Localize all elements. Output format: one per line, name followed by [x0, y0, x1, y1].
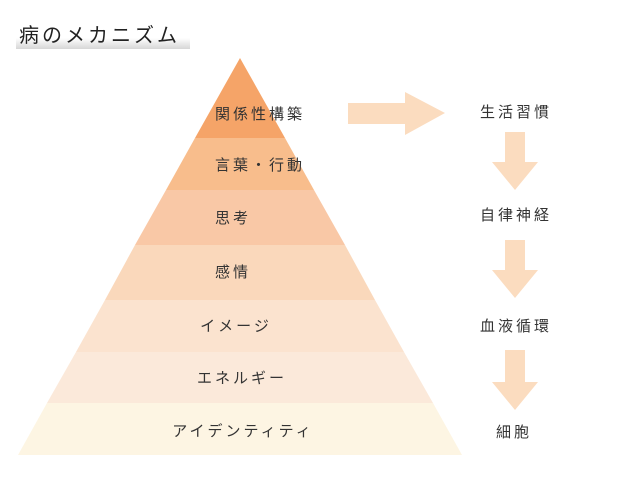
pyramid-layer-6-label: エネルギー	[197, 369, 287, 387]
flow-step-4: 細胞	[496, 423, 532, 441]
pyramid-layer-4	[105, 245, 375, 300]
down-arrow-1	[492, 132, 538, 190]
pyramid-layer-5	[76, 300, 404, 352]
down-arrow-3	[492, 350, 538, 410]
pyramid-layer-2	[166, 138, 314, 190]
down-arrow-2	[492, 240, 538, 298]
pyramid-layer-1-label: 関係性構築	[215, 105, 305, 123]
right-arrow	[348, 92, 445, 135]
flow-column: 生活習慣 自律神経 血液循環 細胞	[480, 103, 552, 441]
pyramid-layer-3-label: 思考	[215, 209, 251, 227]
pyramid-layer-7	[18, 403, 462, 455]
flow-step-3: 血液循環	[480, 317, 552, 335]
flow-step-1: 生活習慣	[480, 103, 552, 121]
flow-step-2: 自律神経	[480, 206, 552, 224]
pyramid-layer-5-label: イメージ	[200, 317, 272, 335]
pyramid-layer-2-label: 言葉・行動	[215, 156, 305, 174]
page-title: 病のメカニズム	[19, 23, 180, 47]
pyramid-layer-4-label: 感情	[215, 263, 251, 281]
pyramid-layer-3	[135, 190, 345, 245]
pyramid: 関係性構築 言葉・行動 思考 感情 イメージ エネルギー アイデンティティ	[18, 58, 462, 455]
title-underline	[16, 38, 190, 49]
pyramid-layer-1	[195, 58, 285, 138]
pyramid-layer-7-label: アイデンティティ	[172, 422, 313, 440]
pyramid-layer-6	[47, 352, 433, 403]
